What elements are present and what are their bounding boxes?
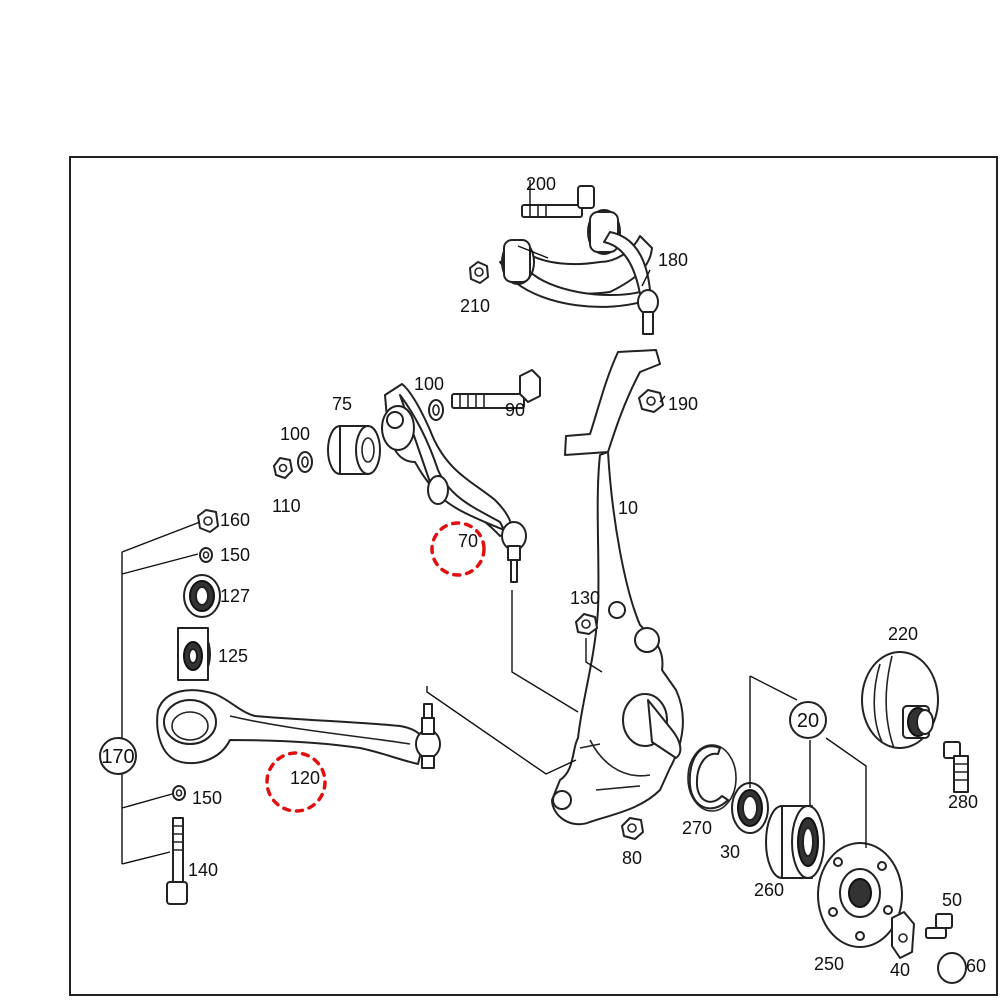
nut-210 — [469, 261, 489, 284]
clip-40 — [891, 911, 915, 959]
cv-joint-220 — [861, 651, 939, 749]
snap-ring-270 — [687, 744, 737, 812]
nut-130 — [575, 613, 598, 635]
cap-60 — [937, 952, 967, 984]
highlight-marker-70 — [430, 521, 486, 577]
label-60: 60 — [966, 956, 986, 976]
washer-100-upper — [428, 399, 444, 421]
label-90: 90 — [505, 400, 525, 420]
part-labels: 200 180 210 100 75 90 190 100 110 10 160… — [188, 174, 986, 980]
screw-50 — [925, 913, 953, 939]
label-140: 140 — [188, 860, 218, 880]
bushing-127 — [183, 574, 221, 618]
label-200: 200 — [526, 174, 556, 194]
washer-150-upper — [199, 547, 213, 563]
group-label-170: 170 — [99, 737, 137, 775]
label-50: 50 — [942, 890, 962, 910]
washer-100-lower — [297, 451, 313, 473]
group-label-20: 20 — [789, 701, 827, 739]
label-210: 210 — [460, 296, 490, 316]
label-100-upper: 100 — [414, 374, 444, 394]
label-75: 75 — [332, 394, 352, 414]
nut-190 — [638, 389, 664, 413]
label-120: 120 — [290, 768, 320, 788]
label-280: 280 — [948, 792, 978, 812]
label-150-lower: 150 — [192, 788, 222, 808]
bolt-140 — [166, 817, 188, 905]
label-150-upper: 150 — [220, 545, 250, 565]
wheel-bearing-260 — [765, 805, 825, 879]
label-260: 260 — [754, 880, 784, 900]
bolt-280 — [943, 741, 969, 793]
label-125: 125 — [218, 646, 248, 666]
label-40: 40 — [890, 960, 910, 980]
upper-control-arm-180 — [499, 209, 659, 335]
wheel-hub-250 — [817, 842, 903, 948]
leader-lines — [121, 180, 867, 865]
lower-control-arm-120 — [156, 689, 441, 769]
label-70: 70 — [458, 531, 478, 551]
bolt-90 — [451, 369, 541, 409]
label-30: 30 — [720, 842, 740, 862]
label-190: 190 — [668, 394, 698, 414]
label-160: 160 — [220, 510, 250, 530]
label-130: 130 — [570, 588, 600, 608]
bushing-75 — [327, 425, 381, 475]
label-127: 127 — [220, 586, 250, 606]
label-270: 270 — [682, 818, 712, 838]
label-250: 250 — [814, 954, 844, 974]
diagram-frame — [69, 156, 998, 996]
tension-strut-70 — [381, 383, 527, 583]
label-100-lower: 100 — [280, 424, 310, 444]
nut-80 — [621, 817, 644, 840]
steering-knuckle-10 — [551, 349, 684, 826]
label-180: 180 — [658, 250, 688, 270]
nut-110 — [273, 457, 293, 479]
bolt-200 — [521, 185, 595, 218]
nut-160 — [197, 509, 219, 533]
label-20: 20 — [797, 710, 819, 732]
label-220: 220 — [888, 624, 918, 644]
label-170: 170 — [101, 746, 134, 768]
bushing-125 — [177, 627, 211, 681]
label-110: 110 — [272, 496, 301, 516]
highlight-marker-120 — [265, 751, 327, 813]
seal-30 — [731, 782, 769, 834]
label-10: 10 — [618, 498, 638, 518]
washer-150-lower — [172, 785, 186, 801]
label-80: 80 — [622, 848, 642, 868]
